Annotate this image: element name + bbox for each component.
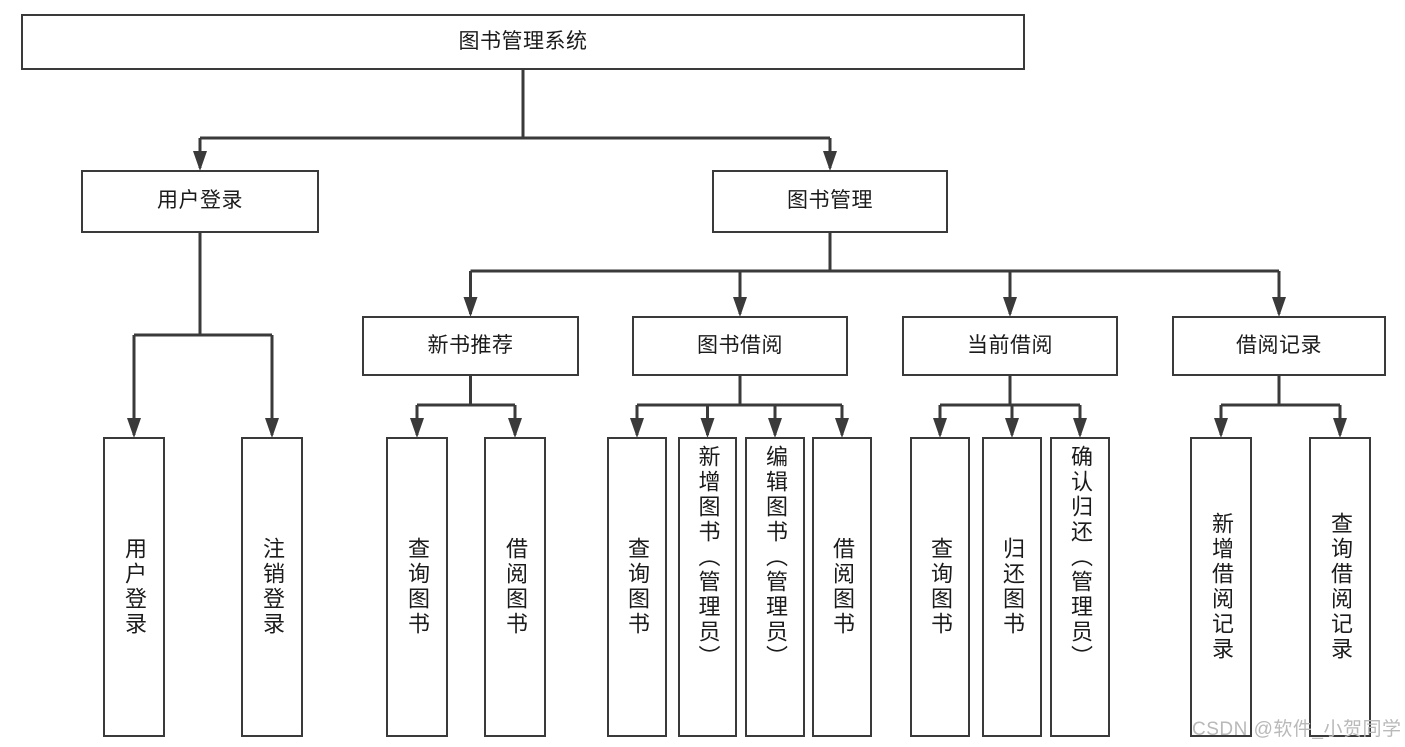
node-label-leaf-br-query: 查询借阅记录 [1328,512,1353,662]
node-label-root: 图书管理系统 [458,29,588,53]
node-leaf-rec-borrow[interactable]: 借阅图书 [484,437,546,737]
node-leaf-cb-return[interactable]: 归还图书 [982,437,1042,737]
node-current-borrow[interactable]: 当前借阅 [902,316,1118,376]
node-leaf-cb-query[interactable]: 查询图书 [910,437,970,737]
node-label-user-login: 用户登录 [157,189,243,213]
node-label-leaf-bb-query: 查询图书 [625,537,650,637]
node-leaf-bb-add[interactable]: 新增图书（管理员） [678,437,737,737]
node-root[interactable]: 图书管理系统 [21,14,1025,70]
node-leaf-user-login[interactable]: 用户登录 [103,437,165,737]
node-borrow-record[interactable]: 借阅记录 [1172,316,1386,376]
node-book-manage[interactable]: 图书管理 [712,170,948,233]
node-label-leaf-rec-borrow: 借阅图书 [503,537,528,637]
node-label-leaf-bb-add: 新增图书（管理员） [695,445,721,670]
node-label-book-manage: 图书管理 [787,189,873,213]
node-new-book-rec[interactable]: 新书推荐 [362,316,579,376]
node-label-leaf-user-logout: 注销登录 [260,537,285,637]
node-label-leaf-cb-query: 查询图书 [928,537,953,637]
node-leaf-bb-edit[interactable]: 编辑图书（管理员） [745,437,805,737]
node-label-leaf-user-login: 用户登录 [122,537,147,637]
node-label-leaf-bb-borrow: 借阅图书 [830,537,855,637]
node-leaf-br-add[interactable]: 新增借阅记录 [1190,437,1252,737]
node-label-borrow-record: 借阅记录 [1236,333,1322,357]
node-leaf-cb-confirm[interactable]: 确认归还（管理员） [1050,437,1110,737]
watermark: CSDN @软件_小贺同学 [1192,719,1402,740]
node-leaf-bb-borrow[interactable]: 借阅图书 [812,437,872,737]
node-label-leaf-rec-query: 查询图书 [405,537,430,637]
node-leaf-bb-query[interactable]: 查询图书 [607,437,667,737]
node-user-login[interactable]: 用户登录 [81,170,319,233]
node-label-leaf-bb-edit: 编辑图书（管理员） [763,445,788,670]
node-label-leaf-br-add: 新增借阅记录 [1209,512,1234,662]
node-label-leaf-cb-confirm: 确认归还（管理员） [1068,445,1093,670]
node-label-new-book-rec: 新书推荐 [427,333,514,357]
node-label-current-borrow: 当前借阅 [967,333,1053,357]
node-leaf-br-query[interactable]: 查询借阅记录 [1309,437,1371,737]
node-label-book-borrow: 图书借阅 [697,333,783,357]
node-label-leaf-cb-return: 归还图书 [1000,537,1025,637]
node-leaf-rec-query[interactable]: 查询图书 [386,437,448,737]
node-leaf-user-logout[interactable]: 注销登录 [241,437,303,737]
node-book-borrow[interactable]: 图书借阅 [632,316,848,376]
